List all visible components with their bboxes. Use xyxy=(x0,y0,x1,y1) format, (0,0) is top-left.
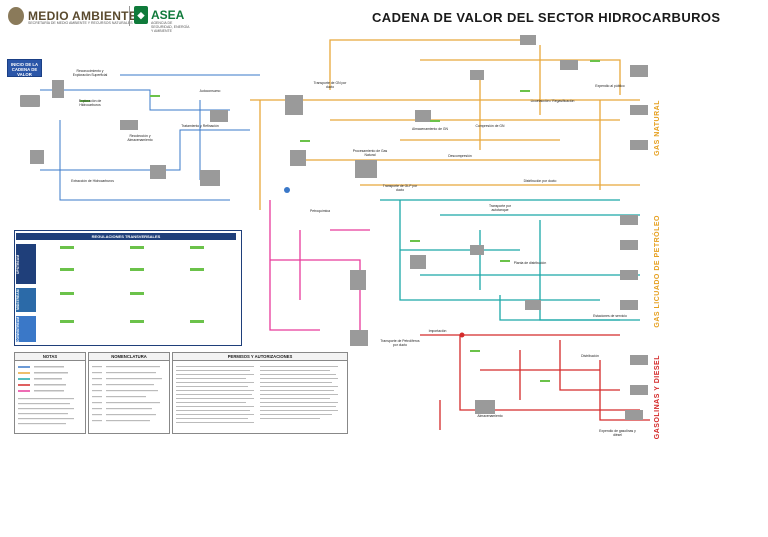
semarnat-logo: MEDIO AMBIENTE xyxy=(8,7,137,25)
reg-tag xyxy=(130,268,144,271)
facility-icons xyxy=(20,35,648,420)
band-downstream: DOWNSTREAM xyxy=(16,316,36,342)
reg-tag xyxy=(190,246,204,249)
import-marker xyxy=(459,332,465,338)
brand-left: MEDIO AMBIENTE xyxy=(28,9,138,23)
asea-logo: ◆ ASEA xyxy=(134,6,184,24)
node-importacion: Importación xyxy=(428,329,447,333)
side-label-gasolinas: GASOLINAS Y DIESEL xyxy=(654,355,661,440)
regulaciones-panel xyxy=(14,230,242,346)
notas-panel: NOTAS xyxy=(14,352,86,434)
permisos-list xyxy=(176,366,338,423)
node-licuefaccion: Licuefacción / Regasificación xyxy=(530,99,575,103)
brand-right: ASEA xyxy=(151,8,185,22)
node-petroquimica: Petroquímica xyxy=(310,209,330,213)
permisos-title: PERMISOS Y AUTORIZACIONES xyxy=(173,353,347,361)
node-procesamiento-gn: Procesamiento de Gas Natural xyxy=(352,149,388,157)
node-transporte-gn: Transporte de GN por ducto xyxy=(313,81,347,89)
page-title: CADENA DE VALOR DEL SECTOR HIDROCARBUROS xyxy=(372,10,721,25)
brand-left-sub: SECRETARÍA DE MEDIO AMBIENTE Y RECURSOS … xyxy=(28,21,133,25)
reg-tag xyxy=(60,268,74,271)
reg-tag xyxy=(130,246,144,249)
band-upstream: UPSTREAM xyxy=(16,244,36,284)
node-planta-distribucion: Planta de distribución xyxy=(513,261,547,265)
reg-tag xyxy=(190,320,204,323)
node-descompresion: Descompresión xyxy=(448,154,472,158)
crude-flow-lines xyxy=(40,74,260,201)
node-autotanque: Transporte por autotanque xyxy=(488,204,512,212)
side-label-glp: GAS LICUADO DE PETRÓLEO xyxy=(654,215,661,328)
gas-natural-flow-lines xyxy=(250,39,640,210)
reg-tag xyxy=(60,292,74,295)
reg-tag xyxy=(130,292,144,295)
node-tratamiento: Tratamiento y Refinación xyxy=(181,124,219,128)
glp-flow-lines xyxy=(380,199,640,321)
side-label-gas-natural: GAS NATURAL xyxy=(654,100,661,156)
node-distribucion-ducto: Distribución por ducto xyxy=(523,179,557,183)
notas-legend xyxy=(18,366,74,425)
brand-right-sub: AGENCIA DE SEGURIDAD, ENERGÍA Y AMBIENTE xyxy=(151,21,190,33)
logo-divider xyxy=(129,6,130,26)
node-distribucion: Distribución xyxy=(581,354,599,358)
node-almacenamiento: Almacenamiento xyxy=(477,414,503,418)
node-transporte-petroliferos: Transporte de Petrolíferos por ducto xyxy=(380,339,420,347)
node-transporte-glp: Transporte de GLP por ducto xyxy=(382,184,418,192)
node-exploracion-sup: Reconocimiento y Exploración Superficial xyxy=(72,69,108,77)
band-midstream: MIDSTREAM xyxy=(16,288,36,312)
reg-tag xyxy=(60,320,74,323)
node-expendio-gasolinas: Expendio de gasolinas y diésel xyxy=(599,429,636,437)
node-recoleccion: Recolección y Almacenamiento xyxy=(127,134,153,142)
node-autoconsumo: Autoconsumo xyxy=(199,89,221,93)
reg-tag xyxy=(190,268,204,271)
petroliferos-flow-lines xyxy=(420,334,650,430)
reg-tag xyxy=(60,246,74,249)
permisos-panel: PERMISOS Y AUTORIZACIONES xyxy=(172,352,348,434)
notas-title: NOTAS xyxy=(15,353,85,361)
nomenclatura-title: NOMENCLATURA xyxy=(89,353,169,361)
regulaciones-title: REGULACIONES TRANSVERSALES xyxy=(16,233,236,240)
reg-tag xyxy=(130,320,144,323)
asea-mark-icon: ◆ xyxy=(134,6,148,24)
junction-marker xyxy=(284,187,290,193)
node-almacen-gn: Almacenamiento de GN xyxy=(412,127,448,131)
node-estaciones: Estaciones de servicio xyxy=(593,314,627,318)
eagle-emblem-icon xyxy=(8,7,24,25)
start-box: INICIO DE LA CADENA DE VALOR xyxy=(7,59,42,77)
permit-tags xyxy=(80,60,600,382)
node-exploracion: Exploración de Hidrocarburos xyxy=(78,99,102,107)
node-extraccion: Extracción de Hidrocarburos xyxy=(71,179,114,183)
petroquimicos-flow-lines xyxy=(269,200,370,331)
nomenclatura-list xyxy=(92,366,162,422)
node-expendio: Expendio al público xyxy=(595,84,625,88)
node-compresion: Compresión de GN xyxy=(475,124,505,128)
header: MEDIO AMBIENTE SECRETARÍA DE MEDIO AMBIE… xyxy=(0,0,768,34)
